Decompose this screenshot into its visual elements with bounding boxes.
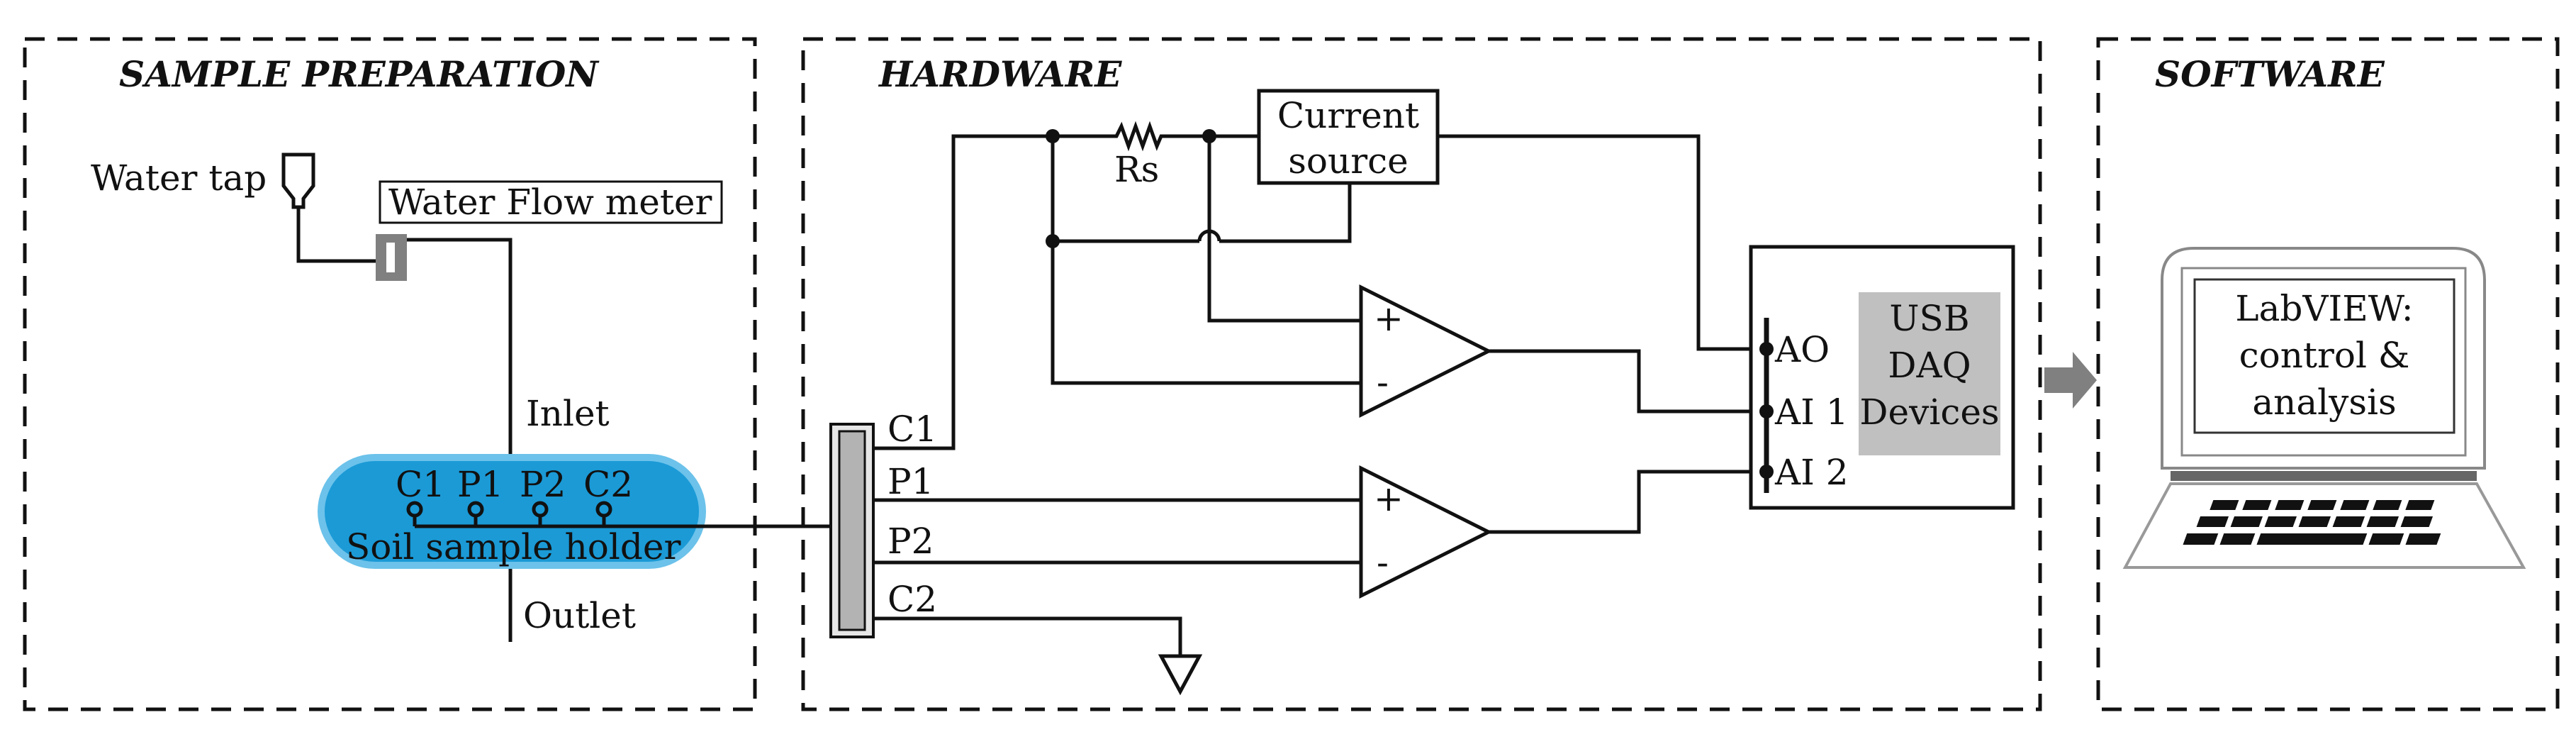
- labview-text-line2: control &: [2239, 335, 2410, 376]
- labview-window: [2193, 278, 2455, 434]
- junction-dots: [1046, 129, 1216, 248]
- wire-c1: [873, 134, 1053, 450]
- section-title-software: SOFTWARE: [2155, 53, 2385, 95]
- daq-label-panel: [1859, 292, 2000, 455]
- software-frame: [2096, 37, 2560, 711]
- pin-label-p2: P2: [887, 521, 934, 562]
- inlet-pipe: [407, 238, 513, 454]
- flow-arrow-icon: [2044, 352, 2097, 409]
- wire-rs-to-opamp1-plus: [1207, 136, 1361, 323]
- daq-port-dots: [1759, 342, 1774, 479]
- wire-source-return: [1219, 183, 1352, 243]
- daq-label-line2: DAQ: [1888, 345, 1971, 386]
- connector-block: [838, 430, 866, 631]
- soil-sample-holder: [325, 461, 699, 562]
- opamp1-plus: +: [1374, 298, 1404, 339]
- opamp2-minus: -: [1377, 542, 1389, 583]
- daq-port-ai1: AI 1: [1774, 392, 1849, 433]
- tap-pipe: [296, 214, 383, 263]
- resistor-rs: [1053, 121, 1209, 152]
- electrode-label-c2: C2: [583, 464, 633, 505]
- daq-label-line1: USB: [1889, 298, 1969, 339]
- electrode-label-p1: P1: [457, 464, 503, 505]
- wire-source-to-ao: [1438, 134, 1751, 351]
- hardware-frame: [801, 37, 2042, 711]
- wire-node-to-opamp1-minus: [1051, 136, 1361, 385]
- outlet-label: Outlet: [523, 595, 636, 636]
- water-tap-icon: [281, 152, 315, 214]
- opamp2-plus: +: [1374, 478, 1404, 519]
- opamp1-minus: -: [1377, 362, 1389, 403]
- resistor-label: Rs: [1114, 149, 1159, 190]
- flow-meter-window: [386, 243, 395, 272]
- pin-label-p1: P1: [887, 461, 934, 502]
- inlet-label: Inlet: [526, 393, 610, 434]
- labview-text-line3: analysis: [2252, 382, 2396, 423]
- current-source-label-line1: Current: [1277, 95, 1419, 136]
- opamp-1: [1359, 284, 1493, 418]
- labview-text-line1: LabVIEW:: [2235, 288, 2413, 329]
- electrode-label-p2: P2: [520, 464, 566, 505]
- water-tap-label: Water tap: [91, 157, 267, 199]
- section-title-hardware: HARDWARE: [878, 53, 1122, 95]
- wire-opamp2-to-ai2: [1489, 470, 1751, 534]
- holder-label: Soil sample holder: [346, 526, 681, 567]
- wire-c2: [873, 616, 1182, 656]
- pin-label-c1: C1: [887, 409, 937, 450]
- daq-port-ai2: AI 2: [1774, 452, 1849, 493]
- wire-opamp1-to-ai1: [1489, 349, 1751, 414]
- opamp-2: [1359, 465, 1493, 599]
- flow-meter-label-box: [379, 180, 723, 224]
- ground-icon: [1158, 654, 1203, 696]
- sample-preparation-frame: [23, 37, 757, 711]
- section-title-sample-preparation: SAMPLE PREPARATION: [119, 53, 600, 95]
- daq-port-ao: AO: [1774, 329, 1830, 370]
- current-source-label-line2: source: [1288, 140, 1408, 182]
- flow-meter-label: Water Flow meter: [388, 182, 712, 223]
- pin-label-c2: C2: [887, 579, 937, 620]
- current-source-box: [1257, 89, 1440, 185]
- electrode-label-c1: C1: [396, 464, 445, 505]
- daq-label-line3: Devices: [1859, 392, 1999, 433]
